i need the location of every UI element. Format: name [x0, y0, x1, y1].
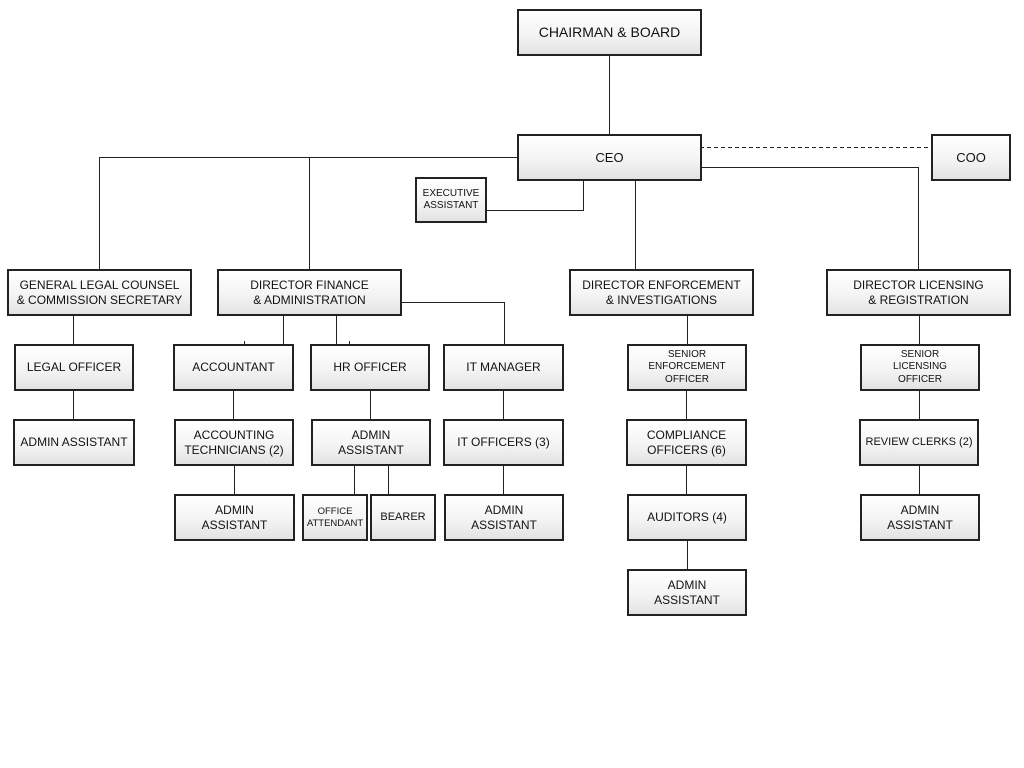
org-box-coo: COO	[931, 134, 1011, 181]
org-box-director-enforcement: DIRECTOR ENFORCEMENT & INVESTIGATIONS	[569, 269, 754, 316]
org-box-enforcement-admin-assistant: ADMIN ASSISTANT	[627, 569, 747, 616]
org-box-bearer: BEARER	[370, 494, 436, 541]
org-box-executive-assistant: EXECUTIVE ASSISTANT	[415, 177, 487, 223]
org-box-review-clerks: REVIEW CLERKS (2)	[859, 419, 979, 466]
org-box-chairman-board: CHAIRMAN & BOARD	[517, 9, 702, 56]
org-box-senior-licensing-officer: SENIOR LICENSING OFFICER	[860, 344, 980, 391]
org-box-auditors: AUDITORS (4)	[627, 494, 747, 541]
org-box-accountant: ACCOUNTANT	[173, 344, 294, 391]
org-box-hr-admin-assistant: ADMIN ASSISTANT	[311, 419, 431, 466]
org-box-ceo: CEO	[517, 134, 702, 181]
org-box-it-officers: IT OFFICERS (3)	[443, 419, 564, 466]
org-box-accounting-technicians: ACCOUNTING TECHNICIANS (2)	[174, 419, 294, 466]
org-box-licensing-admin-assistant: ADMIN ASSISTANT	[860, 494, 980, 541]
org-box-director-licensing: DIRECTOR LICENSING & REGISTRATION	[826, 269, 1011, 316]
org-box-office-attendant: OFFICE ATTENDANT	[302, 494, 368, 541]
org-box-it-manager: IT MANAGER	[443, 344, 564, 391]
org-box-compliance-officers: COMPLIANCE OFFICERS (6)	[626, 419, 747, 466]
org-box-senior-enforcement-officer: SENIOR ENFORCEMENT OFFICER	[627, 344, 747, 391]
org-box-it-admin-assistant: ADMIN ASSISTANT	[444, 494, 564, 541]
org-box-legal-officer: LEGAL OFFICER	[14, 344, 134, 391]
org-box-director-finance: DIRECTOR FINANCE & ADMINISTRATION	[217, 269, 402, 316]
org-box-accounting-admin-assistant: ADMIN ASSISTANT	[174, 494, 295, 541]
org-box-legal-admin-assistant: ADMIN ASSISTANT	[13, 419, 135, 466]
org-box-general-legal-counsel: GENERAL LEGAL COUNSEL & COMMISSION SECRE…	[7, 269, 192, 316]
org-box-hr-officer: HR OFFICER	[310, 344, 430, 391]
